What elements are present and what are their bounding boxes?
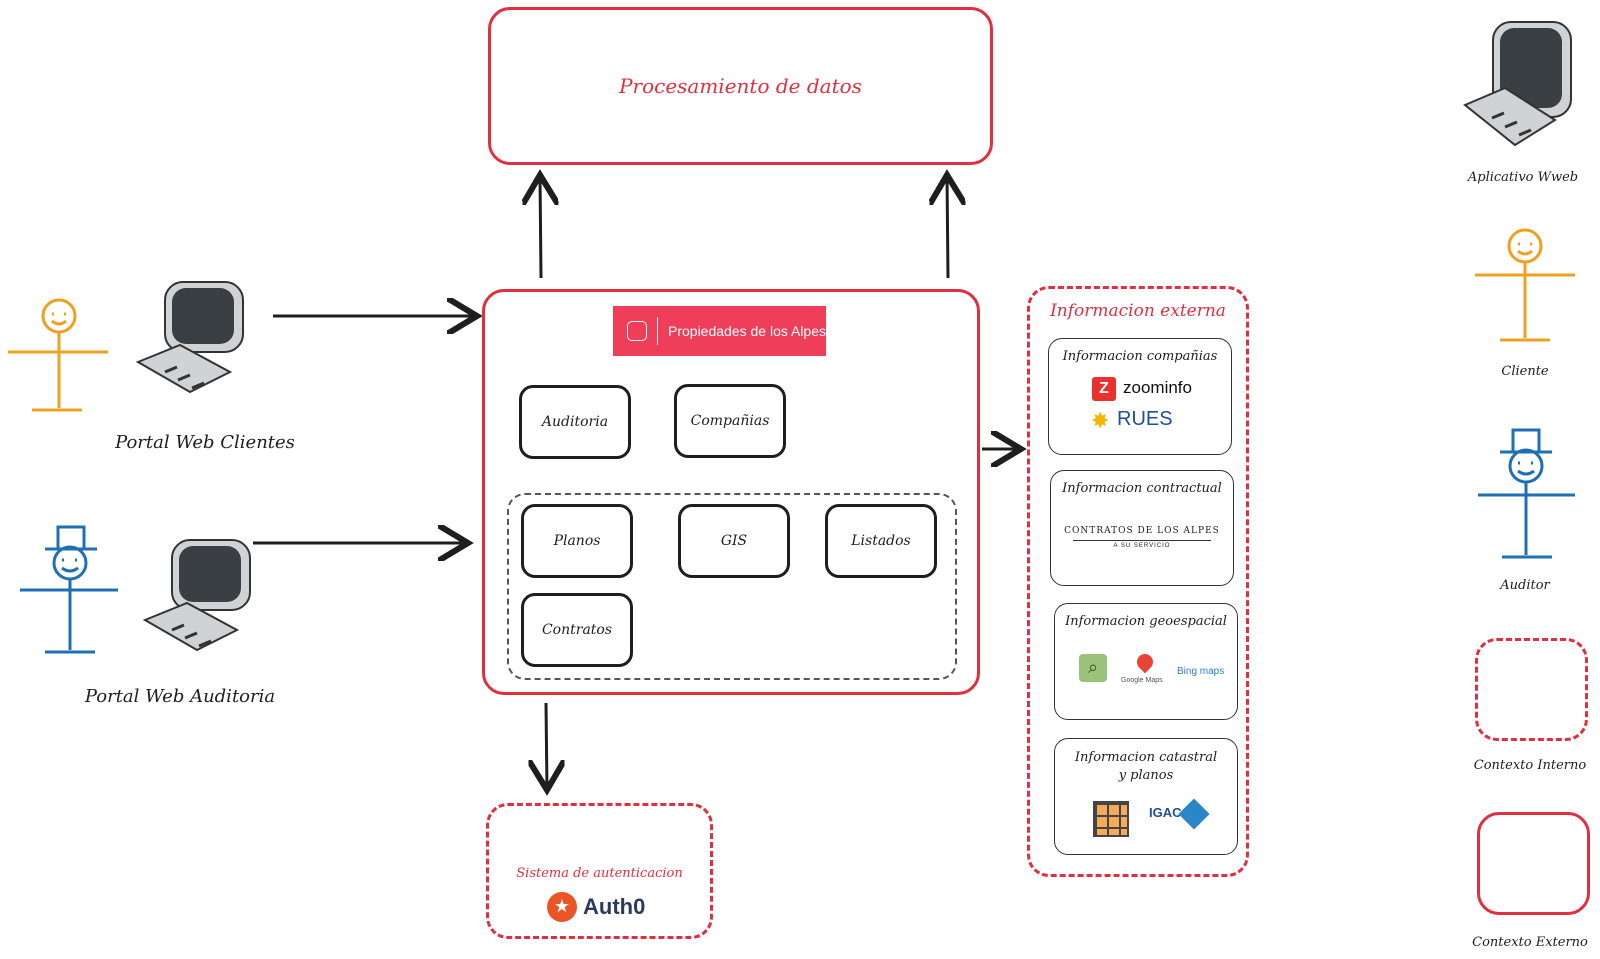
- processing-title: Procesamiento de datos: [619, 74, 862, 98]
- arrow-core-to-processing-left: [540, 175, 541, 279]
- card-geoespacial-title: Informacion geoespacial: [1065, 614, 1227, 629]
- rues-logo: RUES: [1117, 408, 1173, 430]
- legend-client-figure: [1475, 228, 1575, 342]
- module-planos: Planos: [521, 504, 633, 578]
- arrow-core-to-auth: [546, 702, 547, 790]
- core-system-box: [482, 289, 980, 695]
- computer-icon-clients: [135, 281, 244, 394]
- external-info-box: Informacion externa: [1027, 286, 1249, 877]
- auth0-name: Auth0: [583, 894, 646, 919]
- brand-logo-icon: [627, 321, 647, 341]
- zoominfo-icon: Z: [1092, 377, 1116, 401]
- computer-icon-audit: [142, 539, 251, 652]
- portal-audit-label: Portal Web Auditoria: [84, 686, 276, 707]
- brand-name: Propiedades de los Alpes: [668, 323, 826, 339]
- legend-external-swatch: [1477, 812, 1590, 915]
- card-contractual: Informacion contractual CONTRATOS DE LOS…: [1050, 470, 1234, 586]
- card-contractual-title: Informacion contractual: [1062, 481, 1222, 496]
- auditor-stick-figure: [20, 525, 118, 654]
- igac-logo: IGAC: [1149, 805, 1182, 820]
- card-companias: Informacion compañias Z zoominfo ✸ RUES: [1048, 338, 1232, 455]
- google-maps-pin-icon: [1133, 650, 1157, 674]
- client-stick-figure: [8, 298, 108, 412]
- brand-divider: [657, 317, 658, 345]
- igac-emblem-icon: [1178, 798, 1210, 830]
- computer-icon-legend: [1463, 21, 1572, 147]
- legend-auditor-label: Auditor: [1500, 578, 1550, 593]
- module-contratos: Contratos: [521, 593, 633, 667]
- legend-internal-swatch: [1475, 638, 1588, 741]
- auth-box: Sistema de autenticacion ★ Auth0: [486, 803, 713, 939]
- brand-banner: Propiedades de los Alpes: [613, 306, 826, 356]
- rues-star-icon: ✸: [1091, 409, 1110, 434]
- external-title: Informacion externa: [1050, 301, 1226, 321]
- auth0-logo: ★ Auth0: [547, 892, 645, 922]
- processing-box: Procesamiento de datos: [488, 7, 993, 165]
- module-companias: Compañias: [674, 384, 786, 458]
- module-listados: Listados: [825, 504, 937, 578]
- geo-map-search-icon: ⌕: [1079, 654, 1107, 682]
- legend-external-label: Contexto Externo: [1472, 935, 1588, 950]
- legend-internal-label: Contexto Interno: [1473, 758, 1587, 773]
- card-catastral: Informacion catastral y planos IGAC: [1054, 738, 1238, 855]
- card-geoespacial: Informacion geoespacial ⌕ Google Maps Bi…: [1054, 603, 1238, 720]
- legend-client-label: Cliente: [1501, 364, 1549, 379]
- auth-title: Sistema de autenticacion: [516, 866, 683, 881]
- legend-auditor-figure: [1478, 428, 1575, 559]
- zoominfo-logo: zoominfo: [1123, 378, 1192, 397]
- module-gis: GIS: [678, 504, 790, 578]
- contratos-logo: CONTRATOS DE LOS ALPES: [1064, 526, 1220, 536]
- contratos-tagline: A SU SERVICIO: [1113, 543, 1171, 549]
- bing-maps-logo: Bing maps: [1177, 666, 1225, 677]
- google-maps-logo: Google Maps: [1121, 677, 1163, 684]
- module-auditoria: Auditoria: [519, 385, 631, 459]
- card-catastral-title: Informacion catastral y planos: [1074, 750, 1218, 783]
- contratos-logo-rule: [1073, 540, 1211, 541]
- floor-plan-icon: [1093, 801, 1129, 837]
- auth0-star-icon: ★: [547, 892, 577, 922]
- inner-modules-group: [507, 493, 957, 680]
- arrow-core-to-processing-right: [947, 175, 948, 279]
- portal-clients-label: Portal Web Clientes: [115, 432, 295, 453]
- legend-web-app-label: Aplicativo Wweb: [1467, 170, 1579, 185]
- card-companias-title: Informacion compañias: [1062, 349, 1218, 364]
